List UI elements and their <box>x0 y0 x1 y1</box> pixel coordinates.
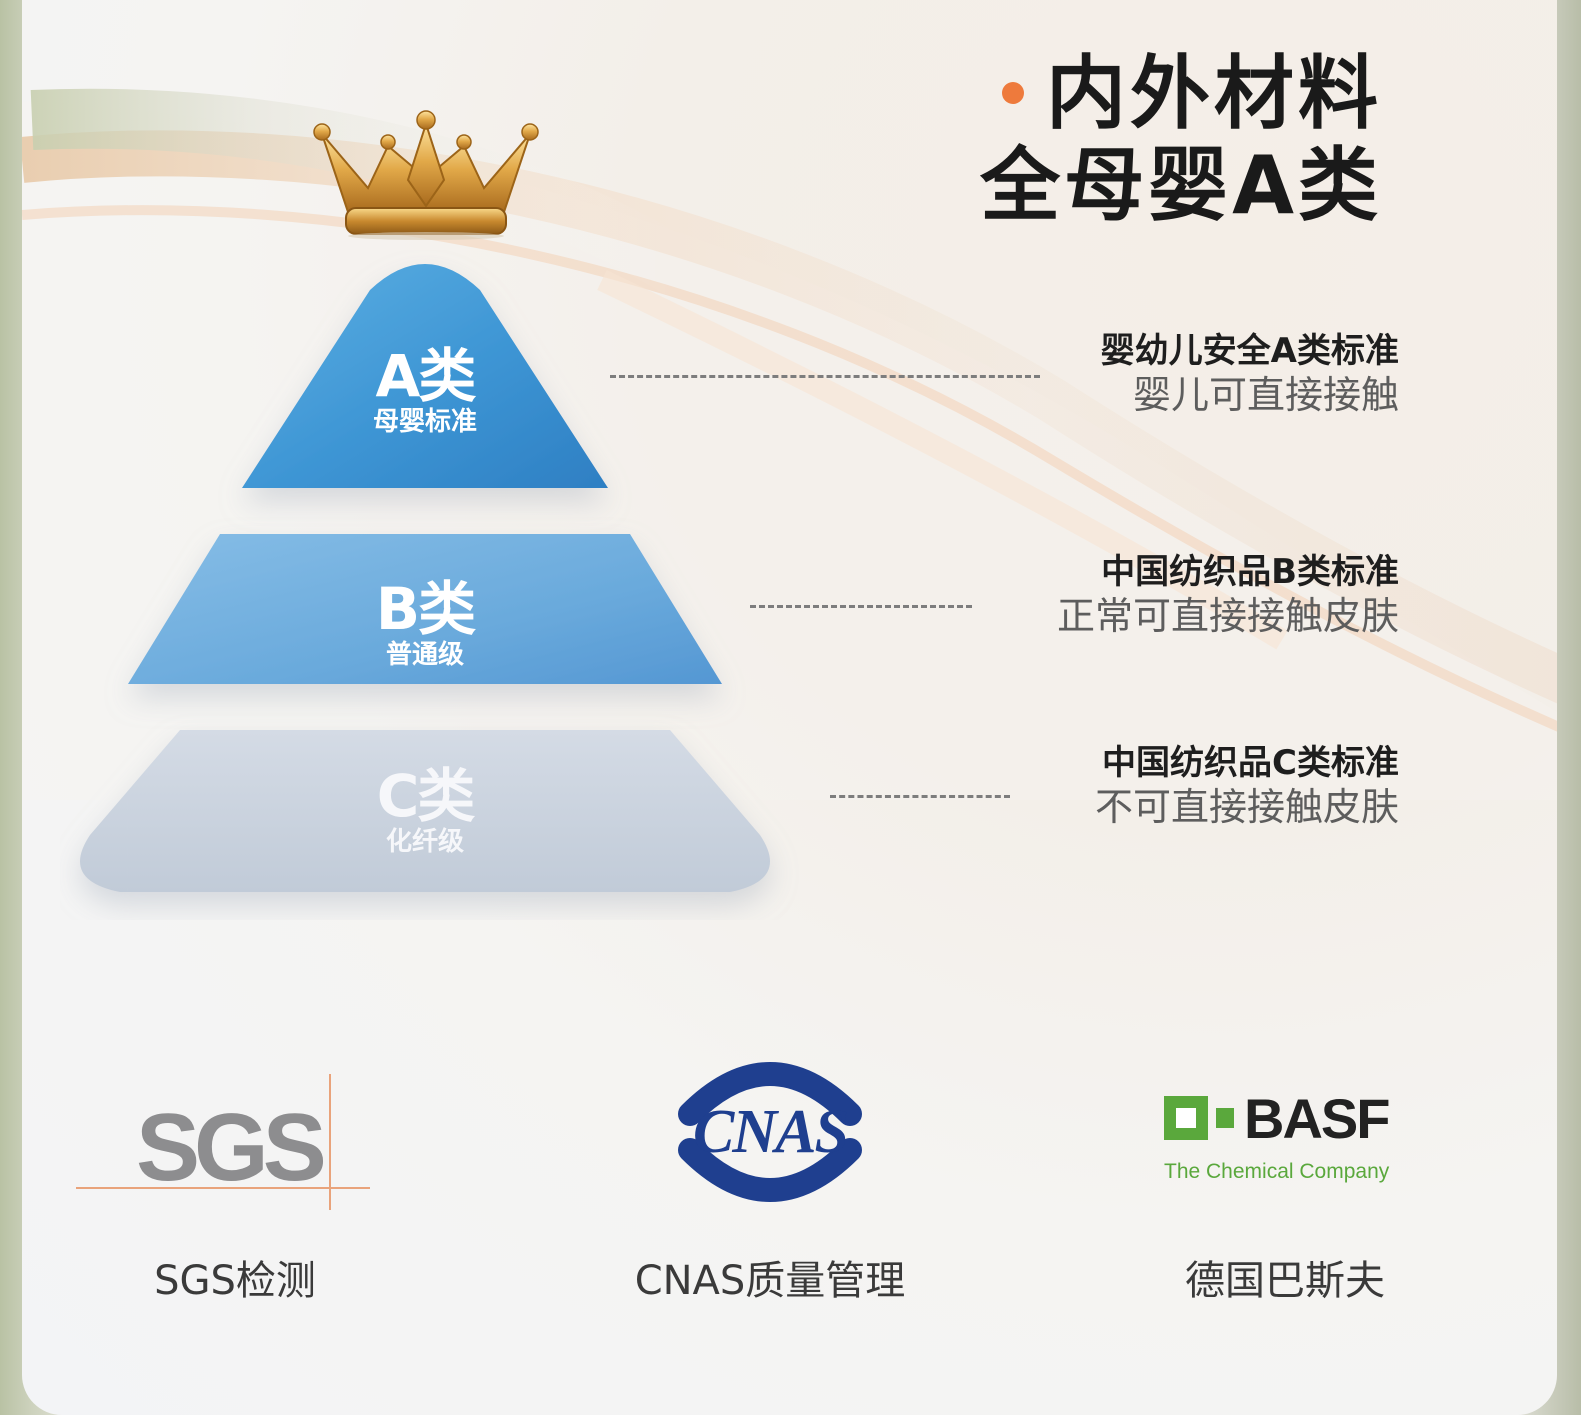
tier-a-desc: 母婴标准 <box>325 407 525 437</box>
title-line-2: 全母婴A类 <box>980 140 1382 232</box>
description-a-standard: 婴幼儿安全A类标准 <box>1101 330 1399 372</box>
tier-b-grade: B类 <box>325 578 525 640</box>
bullet-dot-icon <box>1002 82 1024 104</box>
basf-logo: BASF The Chemical Company <box>1160 1090 1420 1190</box>
tier-a-grade: A类 <box>325 345 525 407</box>
connector-line-b <box>750 605 972 608</box>
sgs-logo: SGS <box>76 1070 372 1212</box>
description-a-detail: 婴儿可直接接触 <box>1101 372 1399 418</box>
description-b-detail: 正常可直接接触皮肤 <box>1057 593 1399 639</box>
tier-c-label: C类 化纤级 <box>325 765 525 857</box>
tier-a-label: A类 母婴标准 <box>325 345 525 437</box>
cnas-logo-text: CNAS <box>693 1098 847 1166</box>
basf-tagline: The Chemical Company <box>1164 1160 1390 1183</box>
cnas-label: CNAS质量管理 <box>600 1248 940 1306</box>
basf-label: 德国巴斯夫 <box>1140 1248 1430 1306</box>
description-b-standard: 中国纺织品B类标准 <box>1057 551 1399 593</box>
description-c-standard: 中国纺织品C类标准 <box>1095 742 1399 784</box>
basf-logo-text: BASF <box>1244 1090 1389 1150</box>
tier-b-desc: 普通级 <box>325 640 525 670</box>
connector-line-c <box>830 795 1010 798</box>
crown-icon <box>310 108 542 240</box>
description-c: 中国纺织品C类标准 不可直接接触皮肤 <box>1095 742 1399 830</box>
title-line-1-text: 内外材料 <box>1046 47 1382 140</box>
title-block: 内外材料 全母婴A类 <box>980 48 1382 232</box>
sgs-logo-text: SGS <box>136 1094 324 1201</box>
connector-line-a <box>610 375 1040 378</box>
tier-b-label: B类 普通级 <box>325 578 525 670</box>
tier-c-grade: C类 <box>325 765 525 827</box>
tier-c-desc: 化纤级 <box>325 827 525 857</box>
description-a: 婴幼儿安全A类标准 婴儿可直接接触 <box>1101 330 1399 418</box>
sgs-label: SGS检测 <box>100 1248 370 1306</box>
title-line-1: 内外材料 <box>980 48 1382 140</box>
description-c-detail: 不可直接接触皮肤 <box>1095 784 1399 830</box>
cnas-logo: CNAS <box>660 1052 880 1212</box>
description-b: 中国纺织品B类标准 正常可直接接触皮肤 <box>1057 551 1399 639</box>
